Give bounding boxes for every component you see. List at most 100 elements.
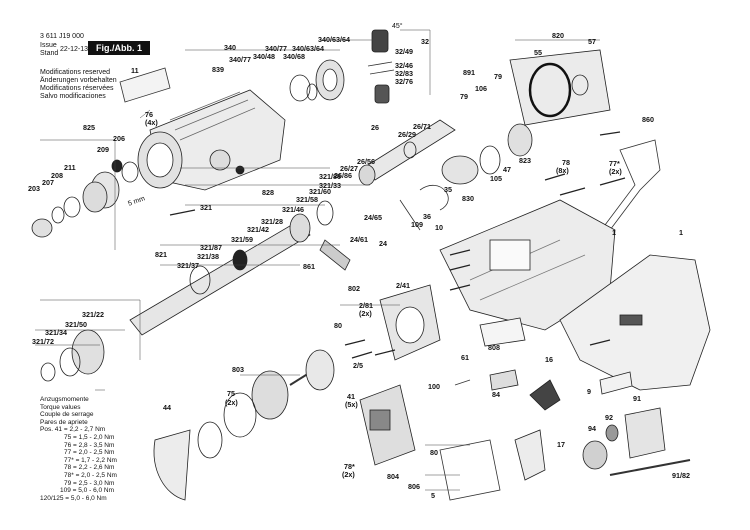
notice-line: Änderungen vorbehalten bbox=[40, 77, 117, 84]
part-label: 321/58 bbox=[296, 195, 318, 204]
part-label: 47 bbox=[503, 165, 511, 174]
part-label: 321/50 bbox=[65, 320, 87, 329]
part-label: 78* bbox=[344, 462, 355, 471]
torque-title: Torque values bbox=[40, 403, 81, 411]
torque-row: 78 = 2,2 - 2,6 Nm bbox=[64, 464, 115, 472]
part-label: (5x) bbox=[345, 400, 358, 409]
plug-connector-part bbox=[582, 407, 691, 476]
gearbox-cover-part bbox=[509, 49, 611, 126]
torque-table: Anzugsmomente Torque values Couple de se… bbox=[40, 396, 117, 502]
chuck-assembly-part bbox=[31, 159, 139, 238]
part-label: 321/42 bbox=[247, 225, 269, 234]
part-label: 861 bbox=[303, 262, 315, 271]
label-plate-part bbox=[479, 317, 526, 347]
part-label: (2x) bbox=[342, 470, 355, 479]
gear-housing-part bbox=[137, 89, 286, 191]
screws-part bbox=[169, 131, 626, 359]
part-label: 206 bbox=[113, 134, 125, 143]
fan-ring-part bbox=[197, 421, 223, 459]
part-label: 340/63/64 bbox=[318, 35, 350, 44]
angle-note: 45° bbox=[392, 23, 403, 30]
part-label: 808 bbox=[488, 343, 500, 352]
part-label: 24/61 bbox=[350, 235, 368, 244]
part-label: 75 bbox=[227, 389, 235, 398]
part-label: 26/29 bbox=[398, 130, 416, 139]
part-label: 211 bbox=[64, 163, 76, 172]
part-label: 804 bbox=[387, 472, 399, 481]
part-label: 321/59 bbox=[231, 235, 253, 244]
part-label: (2x) bbox=[225, 398, 238, 407]
part-label: 825 bbox=[83, 123, 95, 132]
part-label: 109 bbox=[411, 220, 423, 229]
part-label: 106 bbox=[475, 84, 487, 93]
part-label: 84 bbox=[492, 390, 500, 399]
part-label: 321/28 bbox=[261, 217, 283, 226]
part-label: 2/41 bbox=[396, 281, 410, 290]
part-label: 61 bbox=[461, 353, 469, 362]
notice-line: Salvo modificaciones bbox=[40, 93, 106, 100]
part-label: 26/27 bbox=[340, 164, 358, 173]
part-label: 321/72 bbox=[32, 337, 54, 346]
part-label: 79 bbox=[494, 72, 502, 81]
impact-mechanism-part bbox=[358, 119, 456, 211]
part-label: 10 bbox=[435, 223, 443, 232]
notice-line: Modifications reserved bbox=[40, 69, 111, 76]
crank-part bbox=[319, 123, 533, 271]
part-label: 5 bbox=[431, 491, 435, 500]
part-label: 321/38 bbox=[197, 252, 219, 261]
stand-label: Stand bbox=[40, 50, 59, 57]
part-label: 806 bbox=[408, 482, 420, 491]
nameplate-part bbox=[119, 67, 171, 103]
part-label: 802 bbox=[348, 284, 360, 293]
part-label: 830 bbox=[462, 194, 474, 203]
grip-plate-part bbox=[599, 371, 633, 395]
part-label: 340/77 bbox=[229, 55, 251, 64]
part-label: 91 bbox=[633, 394, 641, 403]
part-label: 32/46 bbox=[395, 61, 413, 70]
part-label: 321 bbox=[200, 203, 212, 212]
torque-row: 77 = 2,0 - 2,5 Nm bbox=[64, 449, 115, 457]
part-label: 340 bbox=[224, 43, 236, 52]
issue-date: 22-12-13 bbox=[60, 46, 89, 53]
part-label: 92 bbox=[605, 413, 613, 422]
part-label: 209 bbox=[97, 145, 109, 154]
part-label: 57 bbox=[588, 37, 596, 46]
part-label: 203 bbox=[28, 184, 40, 193]
part-label: 24/65 bbox=[364, 213, 382, 222]
figure-badge: Fig./Abb. 1 bbox=[88, 41, 150, 55]
part-label: 26 bbox=[371, 123, 379, 132]
torque-row: 120/125 = 5,0 - 6,0 Nm bbox=[40, 494, 107, 502]
part-label: 91/82 bbox=[672, 471, 690, 480]
part-label: 55 bbox=[534, 48, 542, 57]
part-label: 80 bbox=[334, 321, 342, 330]
part-label: 891 bbox=[463, 68, 475, 77]
part-label: 321/60 bbox=[309, 187, 331, 196]
torque-row: Pos. 41 = 2,2 - 2,7 Nm bbox=[40, 426, 106, 434]
part-label: (2x) bbox=[359, 309, 372, 318]
part-label: 32 bbox=[421, 37, 429, 46]
part-label: 32/76 bbox=[395, 77, 413, 86]
torque-title: Pares de apriete bbox=[40, 418, 88, 426]
part-label: 77* bbox=[609, 159, 620, 168]
part-label: 820 bbox=[552, 31, 564, 40]
part-label: 321/37 bbox=[177, 261, 199, 270]
part-label: 340/77 bbox=[265, 44, 287, 53]
contact-plate-part bbox=[439, 439, 501, 501]
part-label: 16 bbox=[545, 355, 553, 364]
part-label: 78 bbox=[562, 158, 570, 167]
part-label: 32/49 bbox=[395, 47, 413, 56]
seal-rings-part bbox=[289, 59, 345, 102]
part-label: (4x) bbox=[145, 118, 158, 127]
part-label: 105 bbox=[490, 174, 502, 183]
part-label: 321/34 bbox=[45, 328, 67, 337]
part-label: 17 bbox=[557, 440, 565, 449]
part-label: 321/86 bbox=[319, 172, 341, 181]
part-label: 35 bbox=[444, 185, 452, 194]
part-label: 24 bbox=[379, 239, 387, 248]
electronics-module-part bbox=[359, 384, 416, 466]
part-label: 208 bbox=[51, 171, 63, 180]
torque-row: 79 = 2,5 - 3,0 Nm bbox=[64, 479, 115, 487]
part-label: 79 bbox=[460, 92, 468, 101]
torque-row: 109 = 5,0 - 6,0 Nm bbox=[60, 487, 115, 495]
